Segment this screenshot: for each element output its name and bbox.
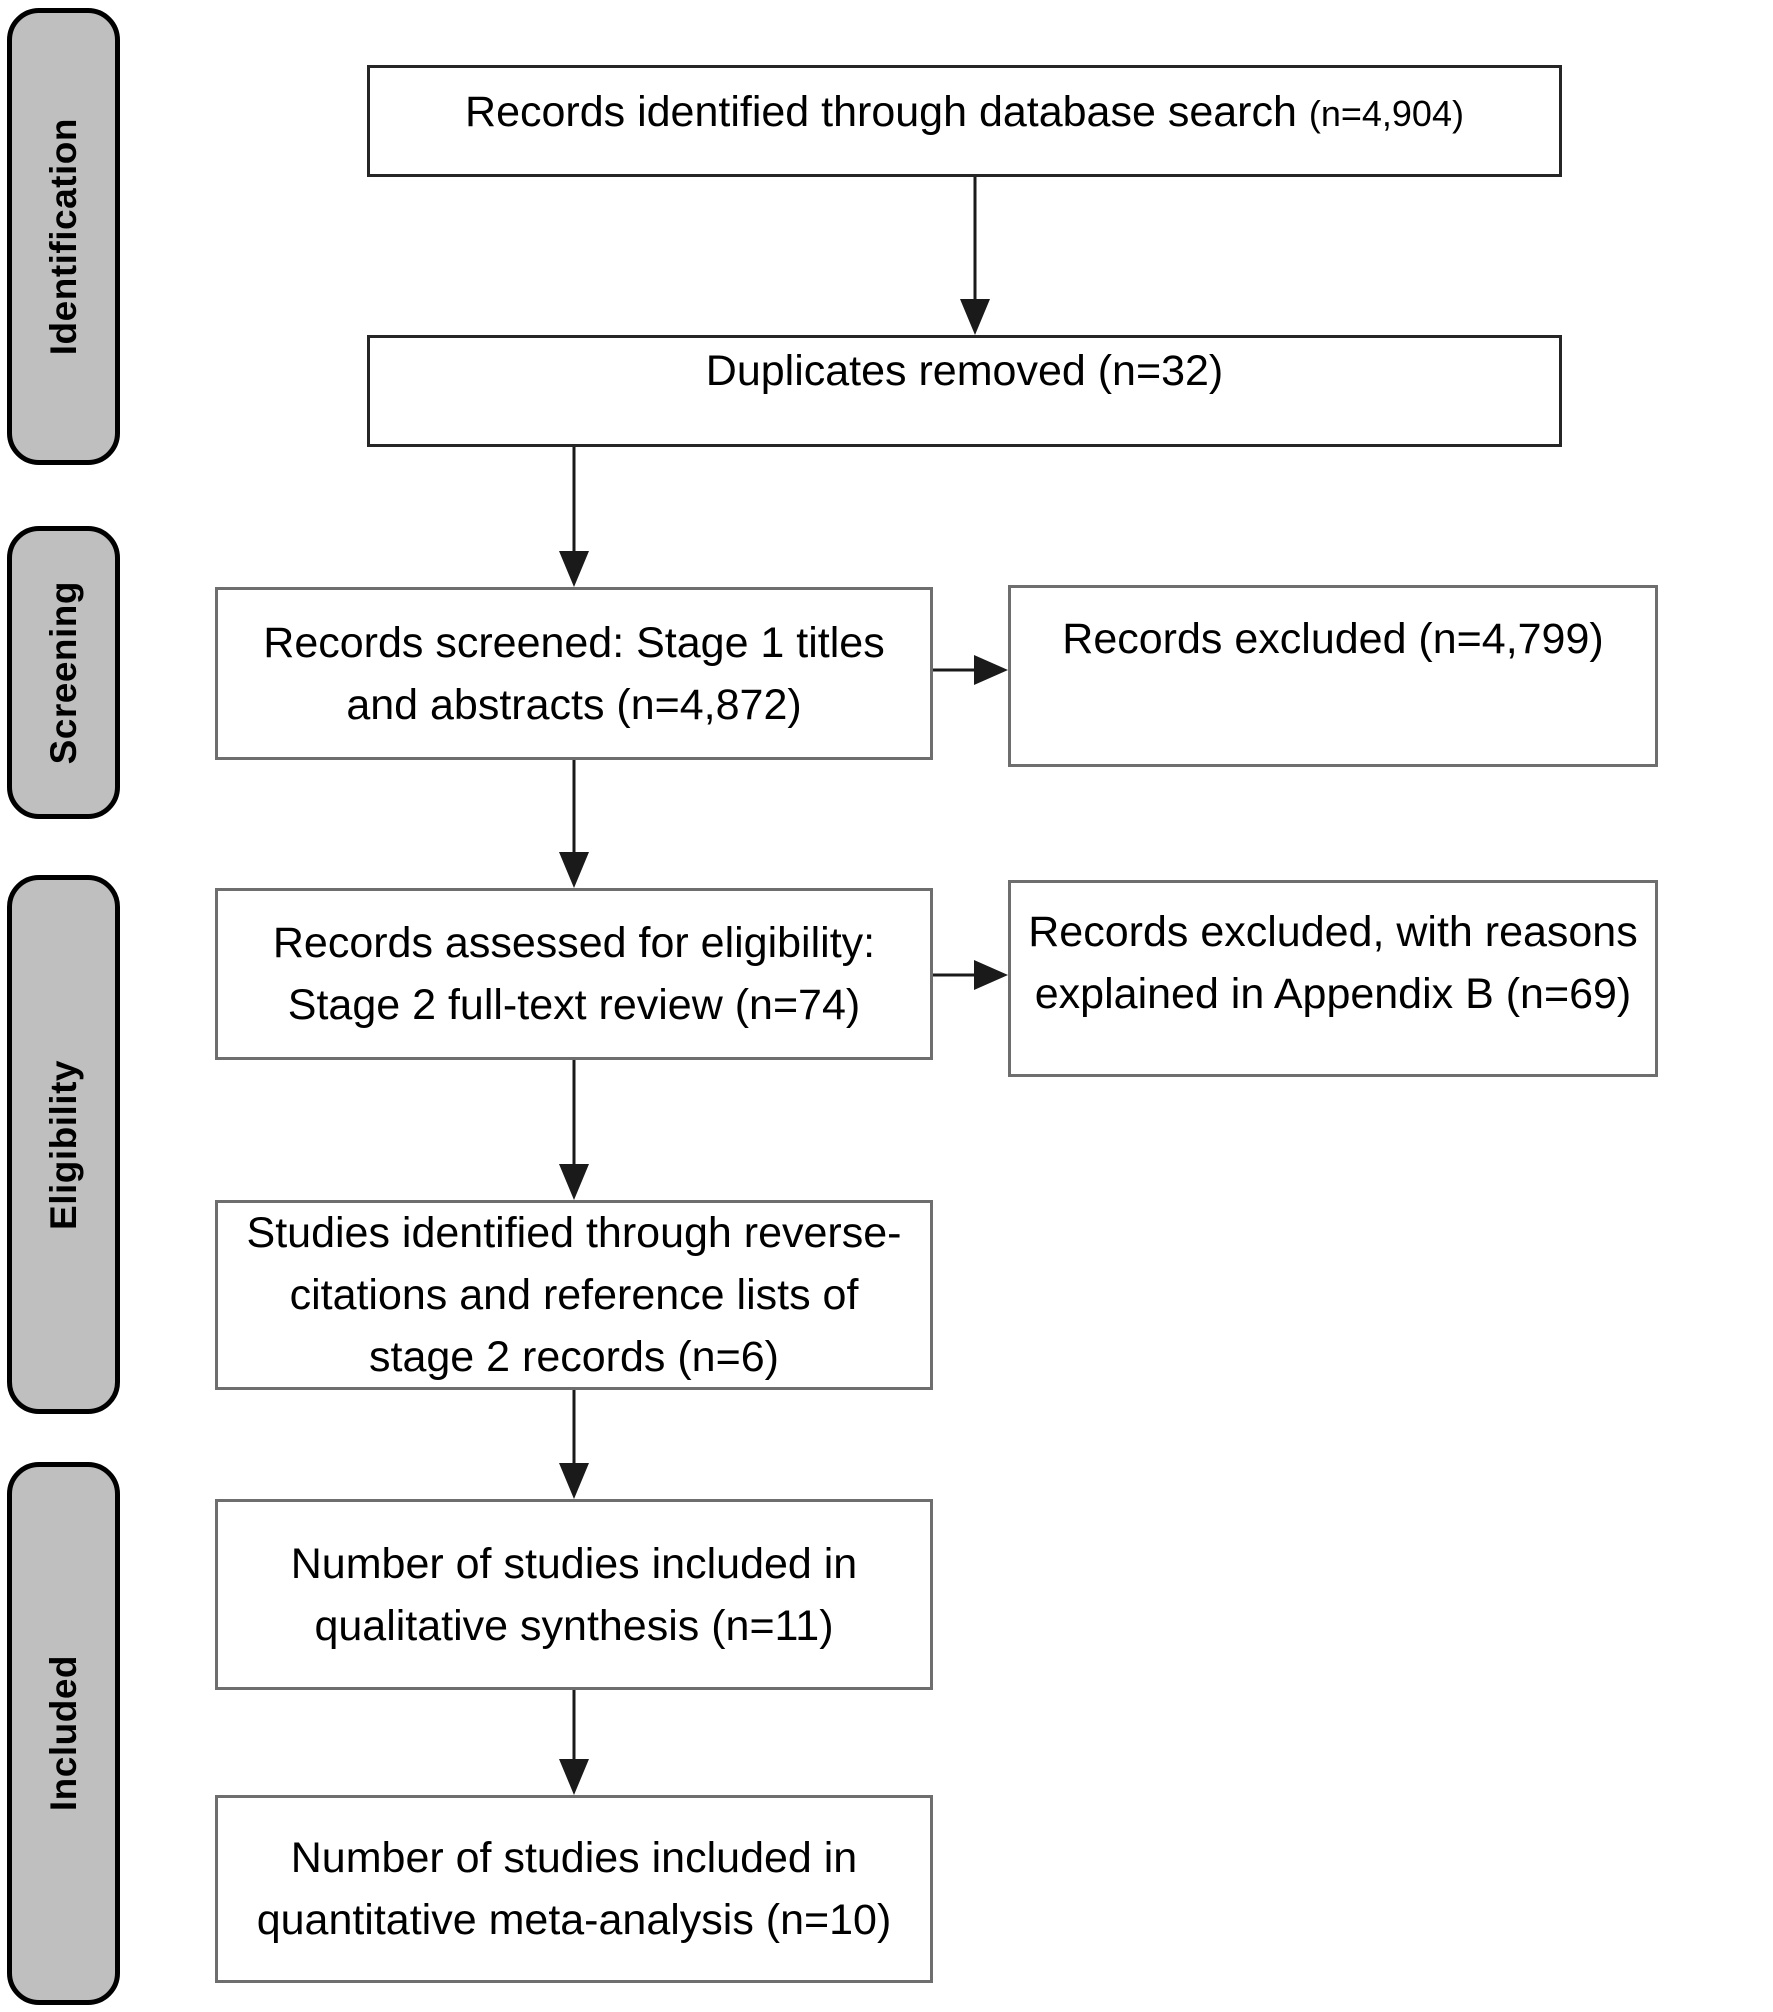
arrow-right-assessed-to-excluded [933,960,1008,990]
stage-label-eligibility: Eligibility [42,1059,84,1230]
box-quantitative-meta-analysis: Number of studies included in quantitati… [215,1795,933,1983]
arrow-down-reverse-citations-to-qualitative [559,1390,589,1499]
arrow-down-screened-to-assessed [559,760,589,888]
box-qualitative-synthesis: Number of studies included in qualitativ… [215,1499,933,1690]
arrow-right-screened-to-excluded [933,655,1008,685]
arrow-down-duplicates-to-screened [559,447,589,587]
arrow-down-qualitative-to-quantitative [559,1690,589,1795]
box-duplicates-removed: Duplicates removed (n=32) [367,335,1562,447]
box-records-identified: Records identified through database sear… [367,65,1562,177]
stage-label-identification: Identification [42,117,84,356]
stage-tab-screening: Screening [7,526,120,819]
box-reverse-citations: Studies identified through reverse- cita… [215,1200,933,1390]
records-identified-count: (n=4,904) [1308,93,1464,134]
stage-tab-identification: Identification [7,8,120,465]
box-records-assessed: Records assessed for eligibility: Stage … [215,888,933,1060]
box-records-excluded-stage2: Records excluded, with reasons explained… [1008,880,1658,1077]
stage-tab-eligibility: Eligibility [7,875,120,1414]
box-records-identified-text: Records identified through database sear… [465,88,1464,136]
box-records-screened: Records screened: Stage 1 titles and abs… [215,587,933,760]
stage-label-included: Included [42,1655,84,1812]
stage-tab-included: Included [7,1462,120,2005]
stage-label-screening: Screening [42,580,84,765]
arrow-down-identified-to-duplicates [960,177,990,335]
arrow-down-assessed-to-reverse-citations [559,1060,589,1200]
box-records-excluded-stage1: Records excluded (n=4,799) [1008,585,1658,767]
